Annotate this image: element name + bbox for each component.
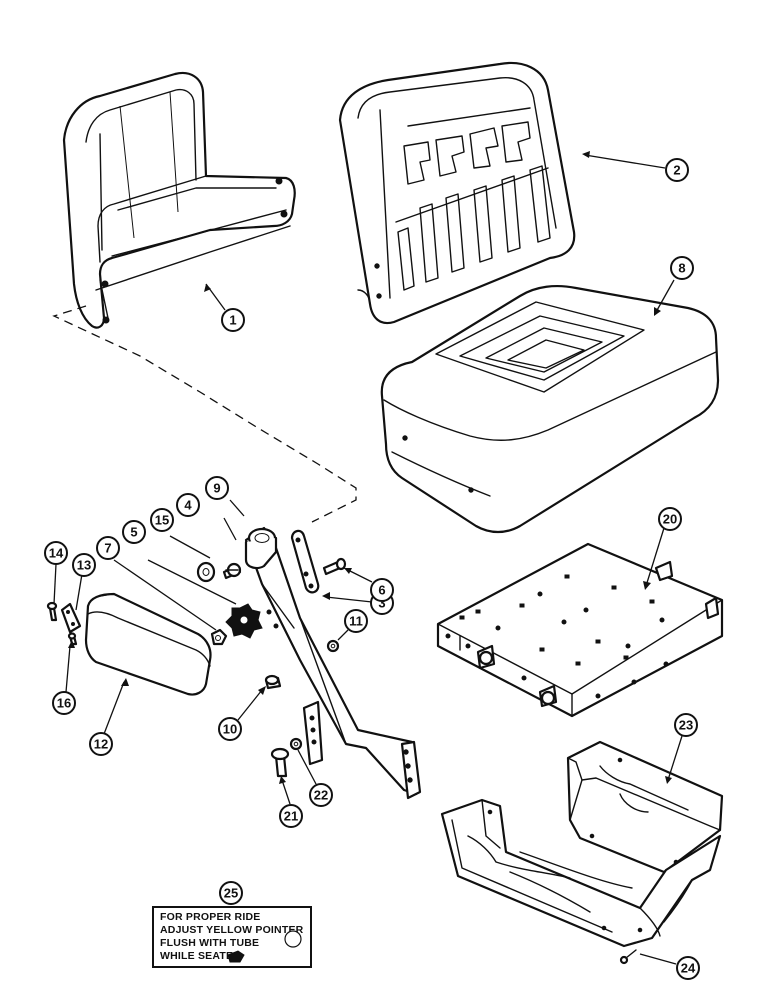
decal-line-3: FLUSH WITH TUBE bbox=[160, 937, 259, 949]
svg-text:21: 21 bbox=[284, 809, 298, 824]
callout-6: 6 bbox=[370, 578, 394, 602]
callout-7: 7 bbox=[96, 536, 120, 560]
callout-20: 20 bbox=[658, 507, 682, 531]
part-backrest-frame bbox=[62, 71, 296, 329]
part-screw-6 bbox=[322, 557, 347, 576]
callout-12: 12 bbox=[89, 732, 113, 756]
svg-text:10: 10 bbox=[223, 722, 237, 737]
callout-2: 2 bbox=[665, 158, 689, 182]
svg-text:7: 7 bbox=[104, 541, 111, 556]
svg-text:13: 13 bbox=[77, 558, 91, 573]
svg-text:8: 8 bbox=[678, 261, 685, 276]
part-decal: FOR PROPER RIDE ADJUST YELLOW POINTER FL… bbox=[152, 906, 312, 968]
callout-1: 1 bbox=[221, 308, 245, 332]
callout-21: 21 bbox=[279, 804, 303, 828]
callout-23: 23 bbox=[674, 713, 698, 737]
svg-text:11: 11 bbox=[349, 614, 363, 629]
decal-hand-icon bbox=[227, 950, 245, 963]
decal-line-4: WHILE SEATED bbox=[160, 950, 241, 962]
svg-text:16: 16 bbox=[57, 696, 71, 711]
part-link-strap bbox=[290, 529, 320, 594]
part-screw-24 bbox=[619, 949, 637, 965]
svg-text:25: 25 bbox=[224, 886, 238, 901]
callout-24: 24 bbox=[676, 956, 700, 980]
decal-line-2: ADJUST YELLOW POINTER bbox=[160, 924, 304, 936]
part-washer-15 bbox=[196, 561, 216, 583]
decal-line-1: FOR PROPER RIDE bbox=[160, 911, 260, 923]
svg-text:14: 14 bbox=[49, 546, 64, 561]
part-armrest-bracket bbox=[244, 526, 422, 800]
svg-text:20: 20 bbox=[663, 512, 677, 527]
callout-8: 8 bbox=[670, 256, 694, 280]
callout-9: 9 bbox=[205, 476, 229, 500]
svg-text:5: 5 bbox=[130, 525, 137, 540]
part-nut-7 bbox=[210, 628, 228, 646]
svg-text:9: 9 bbox=[213, 481, 220, 496]
part-seat-cushion bbox=[380, 285, 720, 534]
svg-text:12: 12 bbox=[94, 737, 108, 752]
assembly-dashed-line bbox=[52, 305, 357, 523]
svg-text:4: 4 bbox=[184, 498, 192, 513]
part-star-knob bbox=[225, 603, 263, 639]
part-armrest-pad bbox=[84, 592, 212, 696]
part-backrest-cushion bbox=[338, 62, 576, 325]
decal-pointer-circle-icon bbox=[284, 930, 302, 948]
part-bolt-21 bbox=[270, 747, 290, 778]
svg-text:23: 23 bbox=[679, 718, 693, 733]
callout-14: 14 bbox=[44, 541, 68, 565]
svg-text:24: 24 bbox=[681, 961, 696, 976]
part-washer-11 bbox=[326, 639, 340, 653]
callout-13: 13 bbox=[72, 553, 96, 577]
svg-text:1: 1 bbox=[229, 313, 236, 328]
svg-text:2: 2 bbox=[673, 163, 680, 178]
part-washer-22 bbox=[289, 737, 303, 751]
callout-11: 11 bbox=[344, 609, 368, 633]
part-suspension-frame bbox=[440, 740, 724, 948]
leader-lines bbox=[53, 151, 683, 965]
part-bolt-10 bbox=[264, 674, 282, 690]
callout-15: 15 bbox=[150, 508, 174, 532]
part-bolt-4 bbox=[222, 562, 242, 580]
svg-text:22: 22 bbox=[314, 788, 328, 803]
callout-4: 4 bbox=[176, 493, 200, 517]
callout-16: 16 bbox=[52, 691, 76, 715]
callout-5: 5 bbox=[122, 520, 146, 544]
svg-text:15: 15 bbox=[155, 513, 169, 528]
svg-text:3: 3 bbox=[378, 596, 385, 611]
callout-22: 22 bbox=[309, 783, 333, 807]
callout-10: 10 bbox=[218, 717, 242, 741]
svg-text:6: 6 bbox=[378, 583, 385, 598]
part-slide-base-plate bbox=[436, 542, 724, 718]
callout-25: 25 bbox=[219, 881, 243, 905]
part-screw-14 bbox=[46, 601, 58, 622]
part-plate-13 bbox=[60, 602, 82, 634]
